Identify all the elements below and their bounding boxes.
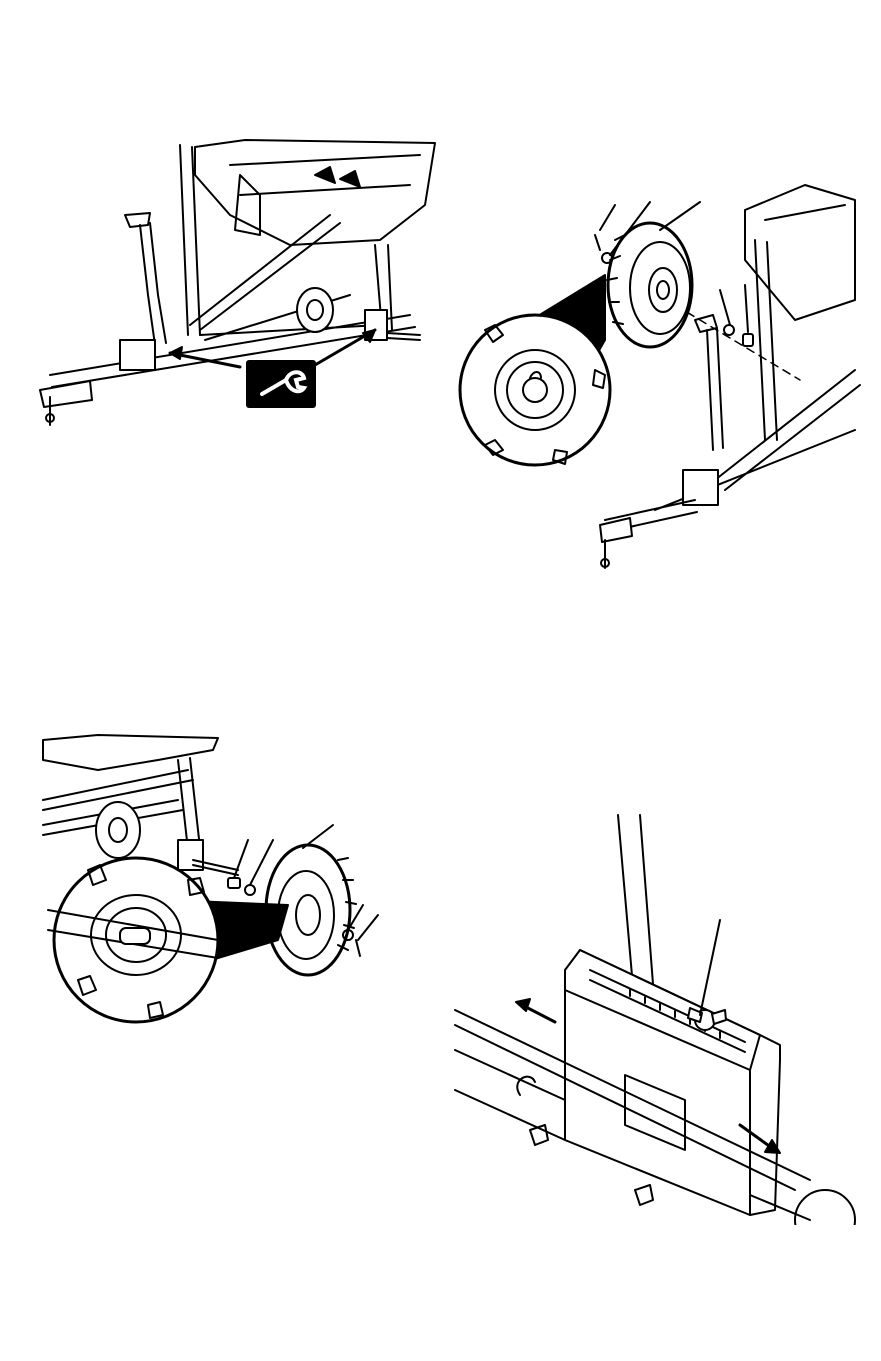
control-plate-illustration [450, 810, 865, 1225]
figure-right-wheel-install [38, 730, 398, 1025]
right-wheel-illustration [38, 730, 398, 1025]
wrench-icon [246, 360, 316, 408]
figure-left-wheel-install [455, 180, 865, 575]
left-wheel-illustration [455, 180, 865, 575]
figure-control-plate-adjust [450, 810, 865, 1225]
spreader-frame-illustration [30, 135, 450, 435]
figure-tighten-hardware [30, 135, 450, 435]
